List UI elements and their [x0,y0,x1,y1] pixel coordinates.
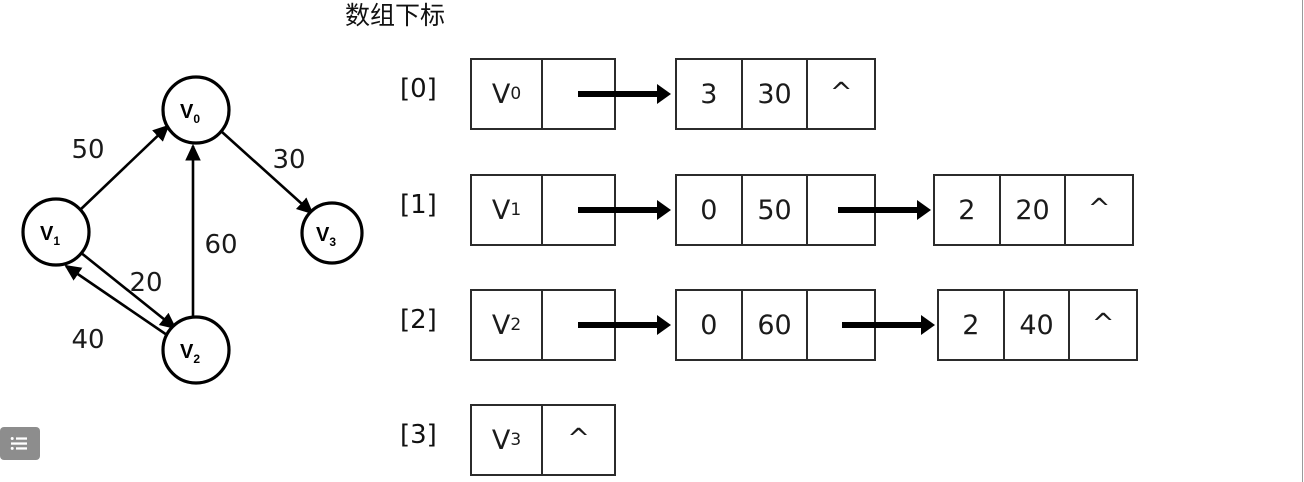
pointer-arrow-2-0 [578,315,671,335]
edge-node-2-1-adjvex: 2 [939,291,1005,359]
row-index-3: [3] [400,420,437,450]
graph-node-v1-label: V1 [40,223,60,248]
edge-node-0-0-adjvex: 3 [677,60,743,128]
graph-node-v3[interactable] [300,201,364,265]
edge-weight-40: 40 [71,325,104,355]
list-fab-button[interactable] [0,427,40,460]
pointer-arrow-0-0 [578,84,671,104]
head-vertex-2-sub: 2 [510,315,522,335]
edge-v0-v3 [221,131,314,215]
graph-node-v3-label: V3 [316,224,336,249]
head-pointer-3: ^ [567,423,590,454]
head-vertex-2-text: V [491,309,511,341]
edge-node-1-1-weight: 20 [1001,176,1067,244]
pointer-arrow-1-0 [578,200,671,220]
edge-node-0-0[interactable]: 3 30 ^ [675,58,876,130]
head-vertex-1-text: V [491,194,511,226]
edge-weight-30: 30 [272,145,305,175]
page-title: 数组下标 [345,1,446,30]
head-vertex-3-text: V [491,424,511,456]
graph-node-v1[interactable] [21,197,91,267]
edge-node-0-0-weight: 30 [743,60,809,128]
edge-node-2-1-next: ^ [1091,308,1115,339]
graph-node-v0-label: V0 [180,101,200,126]
row-index-2: [2] [400,305,437,335]
row-index-0: [0] [400,74,437,104]
edge-weight-60: 60 [204,230,237,260]
directed-graph-diagram: V0 V1 V2 V3 50 30 60 20 40 [21,75,364,385]
edge-node-0-0-next: ^ [829,77,853,108]
edge-node-2-1-weight: 40 [1005,291,1071,359]
head-vertex-0-text: V [491,78,511,110]
edge-v1-v0 [79,124,170,211]
head-vertex-3-sub: 3 [510,430,522,450]
pointer-arrow-2-1 [842,315,935,335]
row-index-1: [1] [400,190,437,220]
pointer-arrow-1-1 [838,200,931,220]
graph-node-v2-label: V2 [180,341,200,366]
head-vertex-0-sub: 0 [510,84,522,104]
head-vertex-1-sub: 1 [510,200,522,220]
edge-node-1-0-weight: 50 [743,176,809,244]
edge-weight-50: 50 [71,135,104,165]
edge-node-2-0-adjvex: 0 [677,291,743,359]
edge-v1-v2 [79,250,177,330]
edge-weight-20: 20 [129,268,162,298]
edge-node-2-1[interactable]: 2 40 ^ [937,289,1138,361]
page-right-border [1302,0,1303,482]
edge-node-1-1-next: ^ [1087,193,1111,224]
edge-node-2-0-weight: 60 [743,291,809,359]
edge-node-1-0-adjvex: 0 [677,176,743,244]
edge-node-1-1[interactable]: 2 20 ^ [933,174,1134,246]
edge-node-1-1-adjvex: 2 [935,176,1001,244]
graph-node-v2[interactable] [161,315,231,385]
graph-node-v0[interactable] [161,75,231,145]
list-icon [10,437,27,450]
